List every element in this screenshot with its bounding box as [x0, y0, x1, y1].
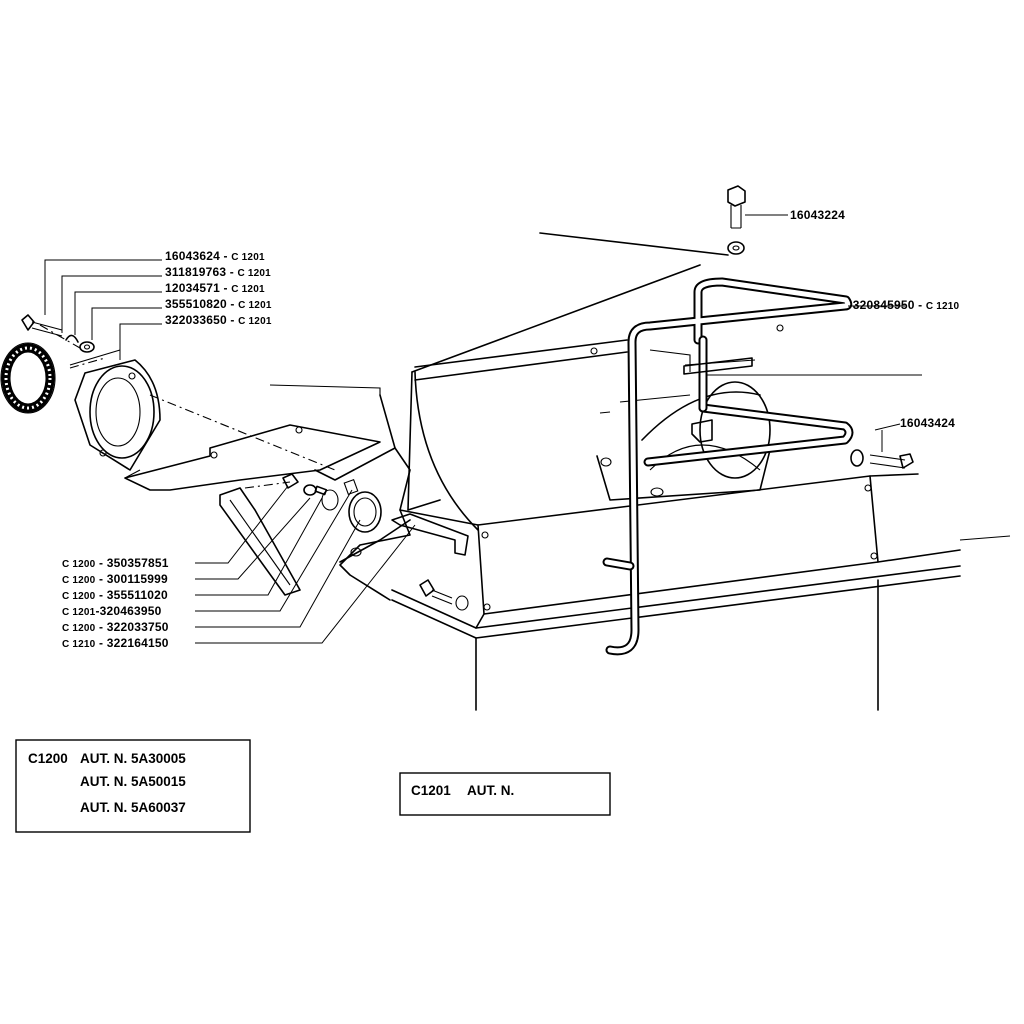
callout-labels-left-top: 16043624 - C 1201 311819763 - C 1201 120… [165, 249, 272, 327]
left-bracket-assembly [0, 314, 469, 605]
serial-box-c1201: C1201 AUT. N. [399, 772, 611, 816]
callout-12034571: 12034571 - C 1201 [165, 281, 265, 295]
side-bolt-icon [850, 449, 914, 469]
leader-lines [44, 214, 905, 644]
callout-320845950: 320845950 - C 1210 [853, 298, 960, 312]
lock-washer-icon [65, 334, 79, 343]
callout-355510820: 355510820 - C 1201 [165, 297, 272, 311]
serial-box-c1200-line-1: AUT. N. 5A30005 [80, 751, 186, 766]
callout-350357851: C 1200 - 350357851 [62, 556, 169, 570]
callout-16043424: 16043424 [900, 416, 955, 430]
callout-322164150: C 1210 - 322164150 [62, 636, 169, 650]
serial-box-c1200-line-3: AUT. N. 5A60037 [80, 800, 186, 815]
callout-labels-right: 16043224 320845950 - C 1210 16043424 [790, 208, 960, 430]
top-bolt-icon [727, 185, 746, 255]
serial-box-c1200: C1200 AUT. N. 5A30005 AUT. N. 5A50015 AU… [15, 739, 251, 833]
callout-322033650: 322033650 - C 1201 [165, 313, 272, 327]
serial-box-c1200-model: C1200 [28, 751, 68, 766]
callout-355511020: C 1200 - 355511020 [62, 588, 168, 602]
serial-box-c1201-text: AUT. N. [467, 783, 514, 798]
callout-16043624: 16043624 - C 1201 [165, 249, 265, 263]
handle-bar [602, 277, 854, 656]
callout-labels-left-bottom: C 1200 - 350357851 C 1200 - 300115999 C … [62, 556, 169, 650]
serial-box-c1200-line-2: AUT. N. 5A50015 [80, 774, 186, 789]
callout-300115999: C 1200 - 300115999 [62, 572, 168, 586]
serial-box-c1201-model: C1201 [411, 783, 451, 798]
callout-16043224: 16043224 [790, 208, 845, 222]
washer-icon [79, 341, 95, 353]
callout-311819763: 311819763 - C 1201 [165, 265, 271, 279]
callout-320463950: C 1201-320463950 [62, 604, 162, 618]
callout-322033750: C 1200 - 322033750 [62, 620, 169, 634]
